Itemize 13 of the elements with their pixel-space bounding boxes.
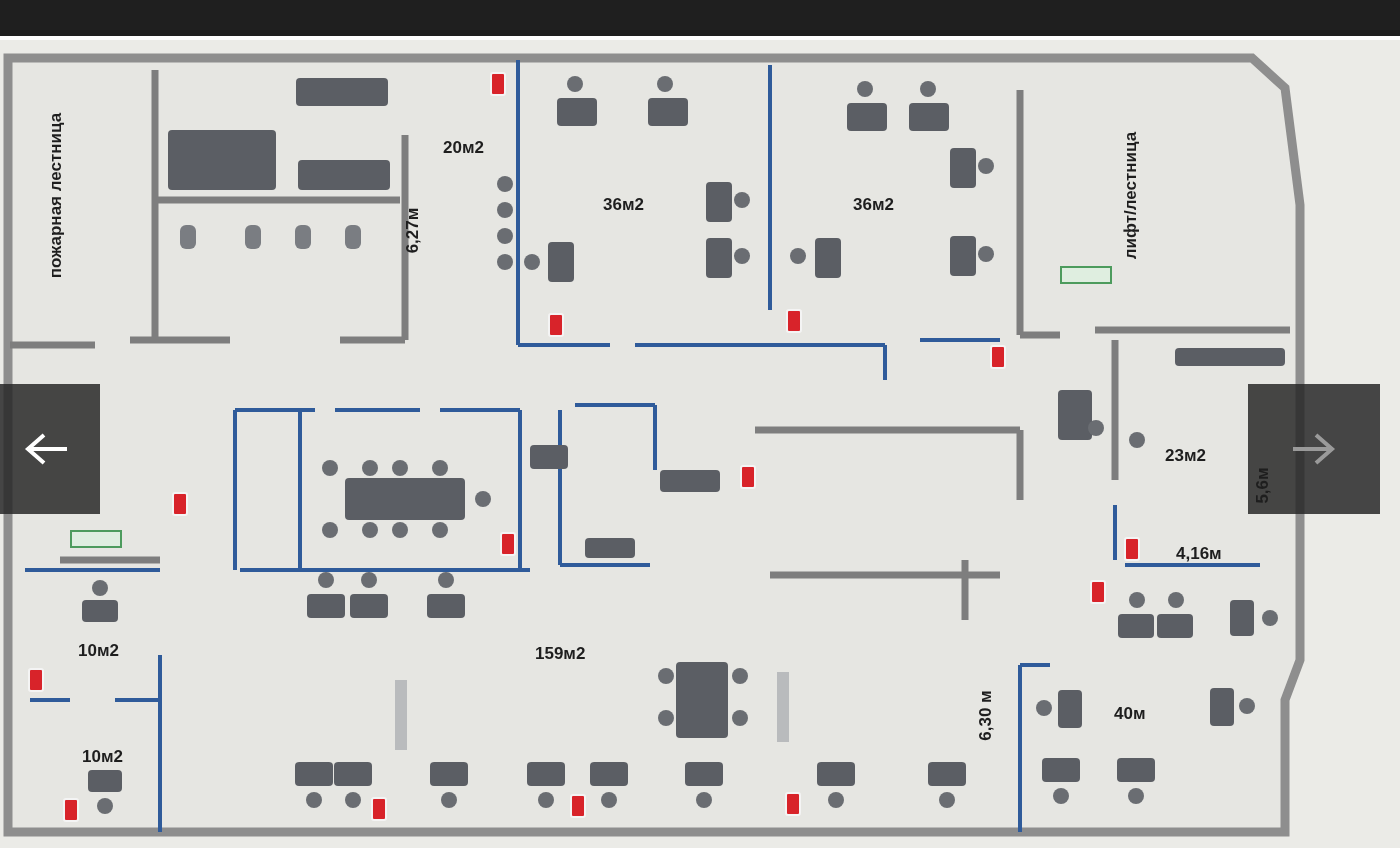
room-label: 36м2: [603, 196, 644, 213]
room-label: 10м2: [78, 642, 119, 659]
room-label: 23м2: [1165, 447, 1206, 464]
room-label: 4,16м: [1176, 545, 1222, 562]
room-label: лифт/лестница: [1121, 131, 1139, 259]
room-label: пожарная лестница: [46, 112, 64, 278]
room-label: 20м2: [443, 139, 484, 156]
room-label: 40м: [1114, 705, 1146, 722]
room-label: 159м2: [535, 645, 586, 662]
room-label: 36м2: [853, 196, 894, 213]
room-label: 10м2: [82, 748, 123, 765]
room-label: 6,30 м: [976, 689, 994, 741]
room-label: 6,27м: [404, 207, 422, 253]
